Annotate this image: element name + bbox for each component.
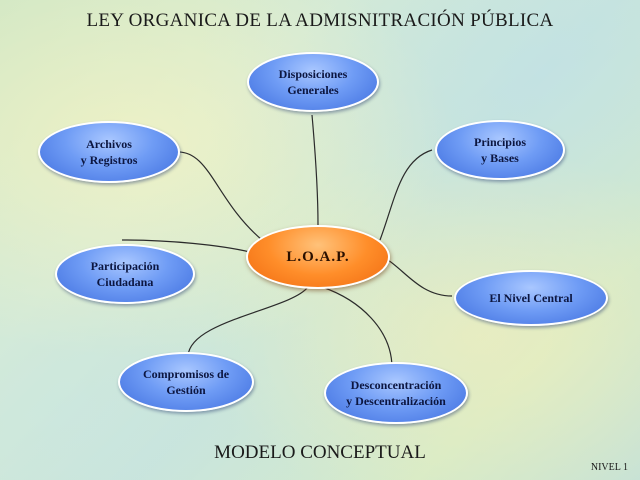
level-indicator: NIVEL 1: [590, 462, 628, 473]
connector-desconcentracion: [321, 286, 393, 369]
connector-principios: [379, 149, 433, 241]
node-label: El Nivel Central: [489, 290, 573, 305]
node-participacion-ciudadana[interactable]: Participación Ciudadana: [55, 244, 195, 304]
node-label: Disposiciones Generales: [278, 66, 348, 97]
node-disposiciones-generales[interactable]: Disposiciones Generales: [247, 52, 379, 112]
node-label: Participación Ciudadana: [90, 258, 160, 289]
node-loap-center[interactable]: L.O.A.P.: [246, 225, 390, 289]
node-principios-y-bases[interactable]: Principios y Bases: [435, 120, 565, 180]
node-nivel-central[interactable]: El Nivel Central: [454, 270, 608, 326]
slide-subtitle: MODELO CONCEPTUAL: [214, 442, 426, 463]
node-label: Desconcentración y Descentralización: [346, 377, 446, 408]
connector-archivos: [175, 151, 263, 241]
center-label: L.O.A.P.: [286, 248, 350, 265]
node-label: Principios y Bases: [473, 134, 526, 165]
node-archivos-y-registros[interactable]: Archivos y Registros: [38, 121, 180, 183]
connector-disposiciones: [311, 114, 319, 226]
connector-nivel-central: [384, 257, 453, 297]
connector-participacion: [121, 239, 251, 253]
connector-compromisos: [187, 286, 309, 357]
node-label: Compromisos de Gestión: [142, 366, 230, 397]
node-desconcentracion[interactable]: Desconcentración y Descentralización: [324, 362, 468, 424]
node-compromisos-de-gestion[interactable]: Compromisos de Gestión: [118, 352, 254, 412]
node-label: Archivos y Registros: [80, 136, 138, 167]
slide-title: LEY ORGANICA DE LA ADMISNITRACIÓN PÚBLIC…: [86, 10, 554, 31]
